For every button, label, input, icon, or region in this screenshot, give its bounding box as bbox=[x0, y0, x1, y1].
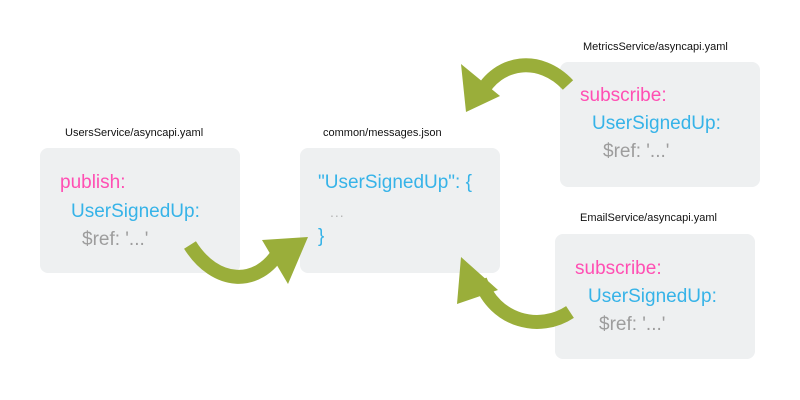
email-file-label: EmailService/asyncapi.yaml bbox=[580, 212, 717, 224]
curved-arrow-icon bbox=[473, 58, 574, 99]
users-publish-keyword: publish: bbox=[60, 172, 126, 193]
metrics-subscribe-keyword: subscribe: bbox=[580, 85, 667, 106]
email-service-card: subscribe: UserSignedUp: $ref: '...' bbox=[555, 234, 755, 359]
arrowhead-icon bbox=[461, 64, 500, 112]
email-subscribe-keyword: subscribe: bbox=[575, 258, 662, 279]
metrics-ref: $ref: '...' bbox=[603, 141, 670, 162]
metrics-service-card: subscribe: UserSignedUp: $ref: '...' bbox=[560, 62, 760, 187]
common-file-label: common/messages.json bbox=[323, 127, 442, 139]
email-ref: $ref: '...' bbox=[599, 314, 666, 335]
email-message-name: UserSignedUp: bbox=[588, 286, 717, 307]
arrowhead-icon bbox=[262, 237, 308, 284]
common-messages-card: "UserSignedUp": { ... } bbox=[300, 148, 500, 273]
common-message-body: ... bbox=[330, 204, 345, 220]
users-message-name: UserSignedUp: bbox=[71, 201, 200, 222]
users-file-label: UsersService/asyncapi.yaml bbox=[65, 127, 204, 139]
metrics-message-name: UserSignedUp: bbox=[592, 113, 721, 134]
common-message-close: } bbox=[318, 226, 325, 247]
metrics-file-label: MetricsService/asyncapi.yaml bbox=[583, 41, 728, 53]
curved-arrow-icon bbox=[184, 241, 287, 284]
users-service-card: publish: UserSignedUp: $ref: '...' bbox=[40, 148, 240, 273]
users-ref: $ref: '...' bbox=[82, 229, 149, 250]
common-message-open: "UserSignedUp": { bbox=[318, 172, 472, 193]
arrowhead-icon bbox=[457, 257, 498, 304]
